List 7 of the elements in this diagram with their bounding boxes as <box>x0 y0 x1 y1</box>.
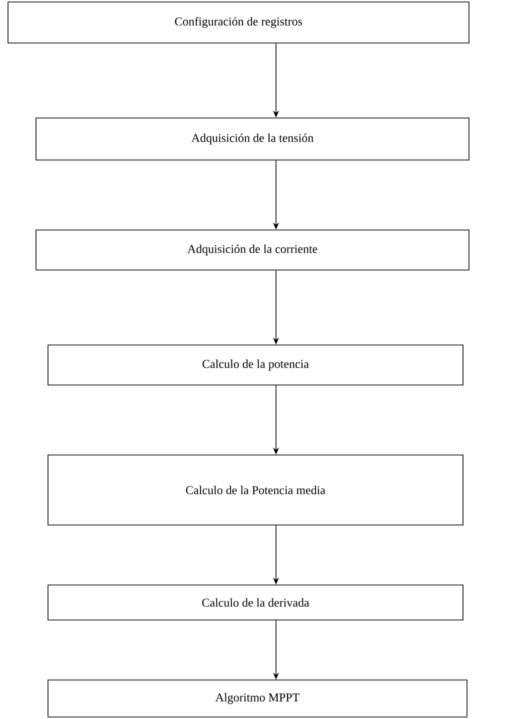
process-box: Adquisición de la corriente <box>36 230 470 270</box>
process-box: Calculo de la derivada <box>48 584 464 620</box>
process-box: Algoritmo MPPT <box>48 680 468 718</box>
process-box: Configuración de registros <box>8 2 470 44</box>
process-box: Adquisición de la tensión <box>36 118 470 160</box>
process-box: Calculo de la potencia <box>48 344 464 386</box>
process-box: Calculo de la Potencia media <box>48 454 464 526</box>
